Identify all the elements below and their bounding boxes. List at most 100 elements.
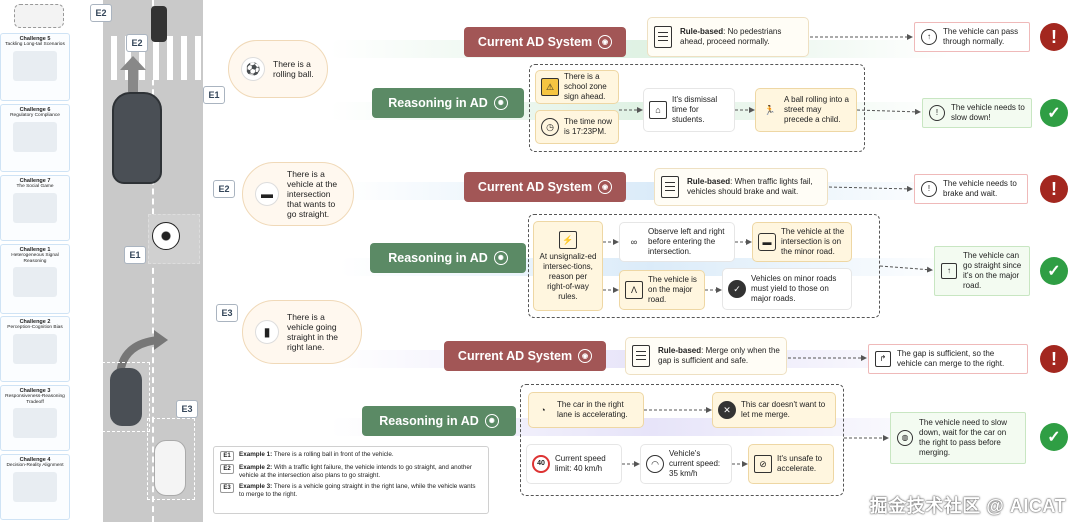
brain-icon: ✺ xyxy=(484,414,499,428)
result-text: The gap is sufficient, so the vehicle ca… xyxy=(897,349,1005,368)
current-ad-pill-e2: Current AD System◉ xyxy=(464,172,626,202)
gauge-icon: ◠ xyxy=(646,455,664,473)
rulebook-icon xyxy=(654,26,672,48)
scene-tag-e2b: E2 xyxy=(126,34,148,52)
arrow xyxy=(879,265,933,273)
result-text: The vehicle can pass through normally. xyxy=(943,27,1019,46)
social-driver-icon xyxy=(13,192,57,223)
challenge-subtitle: Responsiveness-Reasoning Tradeoff xyxy=(5,394,65,405)
soccer-ball-icon xyxy=(152,222,180,250)
challenge-title: Challenge 6 xyxy=(19,107,51,113)
situation-text: There is a vehicle going straight in the… xyxy=(287,312,339,352)
crosswalk xyxy=(103,36,203,80)
rulebook-icon xyxy=(632,345,650,367)
signal-sensor-icon xyxy=(13,267,57,297)
node-accelerating: ◔ The car in the right lane is accelerat… xyxy=(528,392,644,428)
result-text: The vehicle need to slow down, wait for … xyxy=(919,418,1008,457)
car-icon: ▬ xyxy=(255,182,279,206)
refuse-icon: ✕ xyxy=(718,401,736,419)
challenge-title: Challenge 7 xyxy=(19,178,51,184)
watermark: 掘金技术社区 @ AICAT xyxy=(869,496,1066,516)
pill-label: Reasoning in AD xyxy=(388,251,488,265)
road-icon: Λ xyxy=(625,281,643,299)
challenge-title: Challenge 1 xyxy=(19,247,51,253)
rulebook-icon xyxy=(661,176,679,198)
car-top-icon: ▮ xyxy=(255,320,279,344)
turn-arrow-icon: ↑ xyxy=(921,29,937,45)
brake-icon: ◍ xyxy=(897,430,913,446)
node-unsignalized: ⚡ At unsignaliz-ed intersec-tions, reaso… xyxy=(533,221,603,311)
perception-car-icon xyxy=(13,333,57,364)
current-ad-pill-e1: Current AD System ◉ xyxy=(464,27,626,57)
challenge-title: Challenge 2 xyxy=(19,319,51,325)
node-school-zone: ⚠ There is a school zone sign ahead. xyxy=(535,70,619,104)
rule-text: Rule-based: When traffic lights fail, ve… xyxy=(687,177,813,196)
scene-tag-e2: E2 xyxy=(90,4,112,22)
reasoning-chain-e3 xyxy=(520,384,844,496)
challenge-subtitle: Decision-Reality Alignment xyxy=(6,463,64,468)
ego-car-icon xyxy=(112,92,162,184)
challenge-subtitle: The Social Game xyxy=(16,184,54,189)
example-tag-e2: E2 xyxy=(213,180,235,198)
scene-tag-e3: E3 xyxy=(176,400,198,418)
reasoning-pill-e2: Reasoning in AD✺ xyxy=(370,243,526,273)
traffic-light-icon xyxy=(151,6,167,42)
steering-wheel-icon: ◉ xyxy=(578,349,593,363)
merge-sign-icon: ↱ xyxy=(875,351,891,367)
challenge-card: Challenge 2 Perception-Cognition Bias xyxy=(0,316,70,382)
node-unsafe-accelerate: ⊘ It's unsafe to accelerate. xyxy=(748,444,834,484)
merging-car-icon xyxy=(110,368,142,426)
result-text: The vehicle can go straight since it's o… xyxy=(963,251,1022,290)
result-text: The vehicle needs to brake and wait. xyxy=(943,179,1017,198)
reasoning-pill-e3: Reasoning in AD ✺ xyxy=(362,406,516,436)
node-not-let-merge: ✕ This car doesn't want to let me merge. xyxy=(712,392,836,428)
scene-tag-e1: E1 xyxy=(124,246,146,264)
steering-wheel-icon: ◉ xyxy=(598,180,613,194)
rule-text: Rule-based: Merge only when the gap is s… xyxy=(658,346,780,365)
current-result-e3: ↱ The gap is sufficient, so the vehicle … xyxy=(868,344,1028,374)
node-speed-limit: 40 Current speed limit: 40 km/h xyxy=(526,444,622,484)
situation-bubble-e2: ▬ There is a vehicle at the intersection… xyxy=(242,162,354,226)
steering-wheel-icon: ◉ xyxy=(598,35,613,49)
challenge-title: Challenge 4 xyxy=(19,457,51,463)
pill-label: Current AD System xyxy=(477,35,593,49)
white-car-icon xyxy=(154,440,186,496)
challenge-subtitle: Tackling Long-tail Scenarios xyxy=(5,42,65,47)
challenge-card: Challenge 7 The Social Game xyxy=(0,175,70,241)
pill-label: Reasoning in AD xyxy=(379,414,479,428)
situation-text: There is a rolling ball. xyxy=(273,59,314,79)
challenge-subtitle: Heterogeneous Signal Reasoning xyxy=(11,253,59,264)
check-circle-icon: ✓ xyxy=(728,280,746,298)
reasoning-pill-e1: Reasoning in AD✺ xyxy=(372,88,524,118)
construction-icon xyxy=(13,50,57,81)
merge-car-box xyxy=(102,362,150,432)
no-accelerate-icon: ⊘ xyxy=(754,455,772,473)
top-left-car-icon xyxy=(14,4,64,28)
clock-icon: ◷ xyxy=(541,118,559,136)
challenge-title: Challenge 5 xyxy=(19,36,51,42)
reasoning-chain-e2 xyxy=(528,214,880,318)
decision-alignment-icon xyxy=(13,471,57,502)
node-ball-child: 🏃 A ball rolling into a street may prece… xyxy=(755,88,857,132)
node-major-road: Λ The vehicle is on the major road. xyxy=(619,270,705,310)
pill-label: Reasoning in AD xyxy=(388,96,488,110)
check-icon: ✓ xyxy=(1040,423,1068,451)
challenge-card: Challenge 1 Heterogeneous Signal Reasoni… xyxy=(0,244,70,314)
ball-icon: ⚽ xyxy=(241,57,265,81)
challenge-card: Challenge 3 Responsiveness-Reasoning Tra… xyxy=(0,385,70,451)
arrow xyxy=(856,108,921,115)
school-building-icon: ⌂ xyxy=(649,101,667,119)
binoculars-icon: ∞ xyxy=(630,237,638,247)
pill-label: Current AD System xyxy=(457,349,573,363)
challenge-card: Challenge 4 Decision-Reality Alignment xyxy=(0,454,70,520)
alert-icon: ! xyxy=(1040,23,1068,51)
check-icon: ✓ xyxy=(1040,257,1068,285)
node-observe: ∞ Observe left and right before entering… xyxy=(619,222,735,262)
speed-limit-sign-icon: 40 xyxy=(532,455,550,473)
current-result-e1: ↑ The vehicle can pass through normally. xyxy=(914,22,1030,52)
